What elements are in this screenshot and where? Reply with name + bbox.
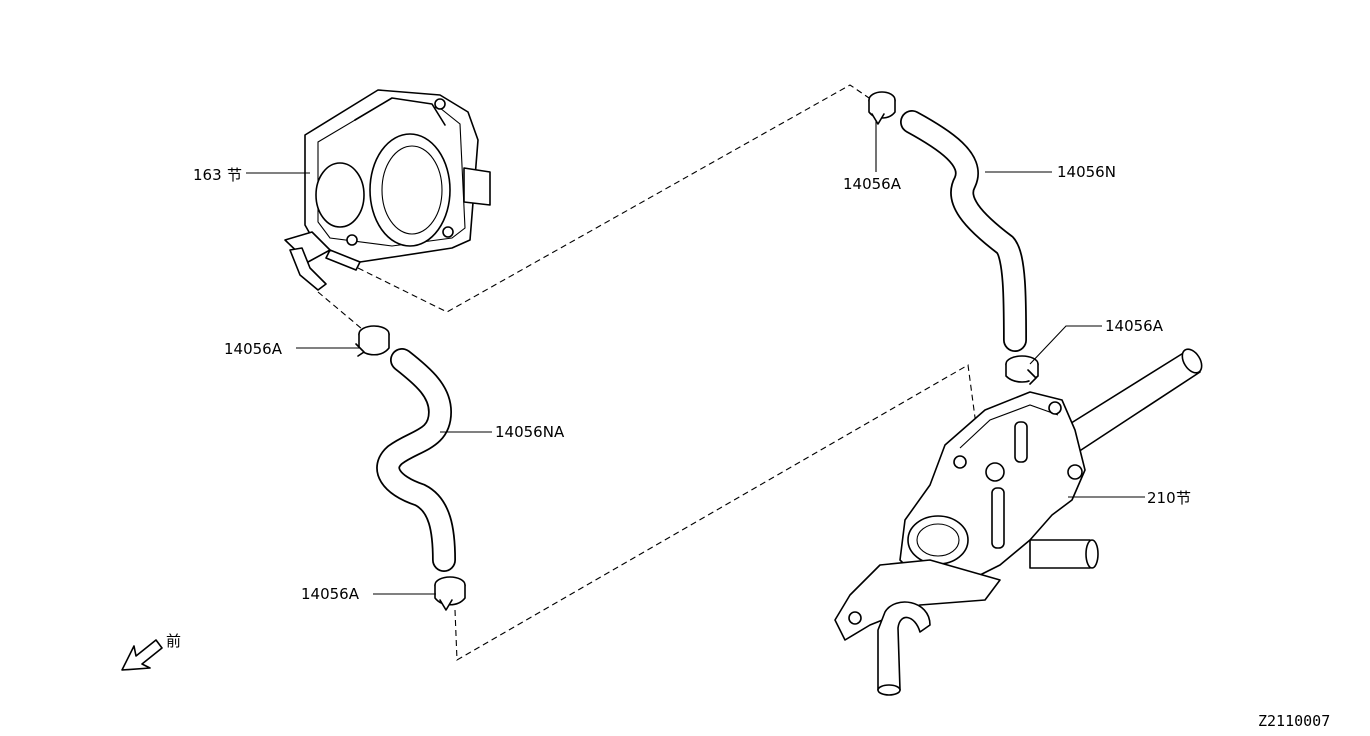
label-hose-upper: 14056N xyxy=(1057,163,1116,181)
front-label: 前 xyxy=(166,632,181,650)
hose-clamp-left-upper xyxy=(355,325,390,357)
section-sign-icon: 节 xyxy=(1176,489,1191,507)
hose-clamp-right xyxy=(1005,355,1039,385)
hose-clamp-top xyxy=(868,91,896,125)
hose-upper xyxy=(900,110,1027,352)
connection-lines xyxy=(317,84,983,661)
hose-lower xyxy=(376,348,456,572)
water-outlet-housing xyxy=(834,348,1203,696)
leader-lines xyxy=(246,120,1145,595)
front-direction-marker: 前 xyxy=(121,632,181,671)
section-sign-icon: 节 xyxy=(227,166,242,184)
label-clamp-right: 14056A xyxy=(1105,317,1164,335)
label-hose-lower: 14056NA xyxy=(495,423,565,441)
label-clamp-left-upper: 14056A xyxy=(224,340,283,358)
label-clamp-top: 14056A xyxy=(843,175,902,193)
throttle-body xyxy=(284,89,491,291)
front-arrow-icon xyxy=(121,639,163,671)
part-labels: 163 节 14056A 14056N 14056A 14056A 14056N… xyxy=(193,163,1191,603)
diagram-code: Z2110007 xyxy=(1258,712,1330,730)
label-clamp-left-lower: 14056A xyxy=(301,585,360,603)
hose-clamp-left-lower xyxy=(434,576,466,611)
label-water-outlet: 210 xyxy=(1147,489,1176,507)
label-throttle-body: 163 xyxy=(193,166,222,184)
